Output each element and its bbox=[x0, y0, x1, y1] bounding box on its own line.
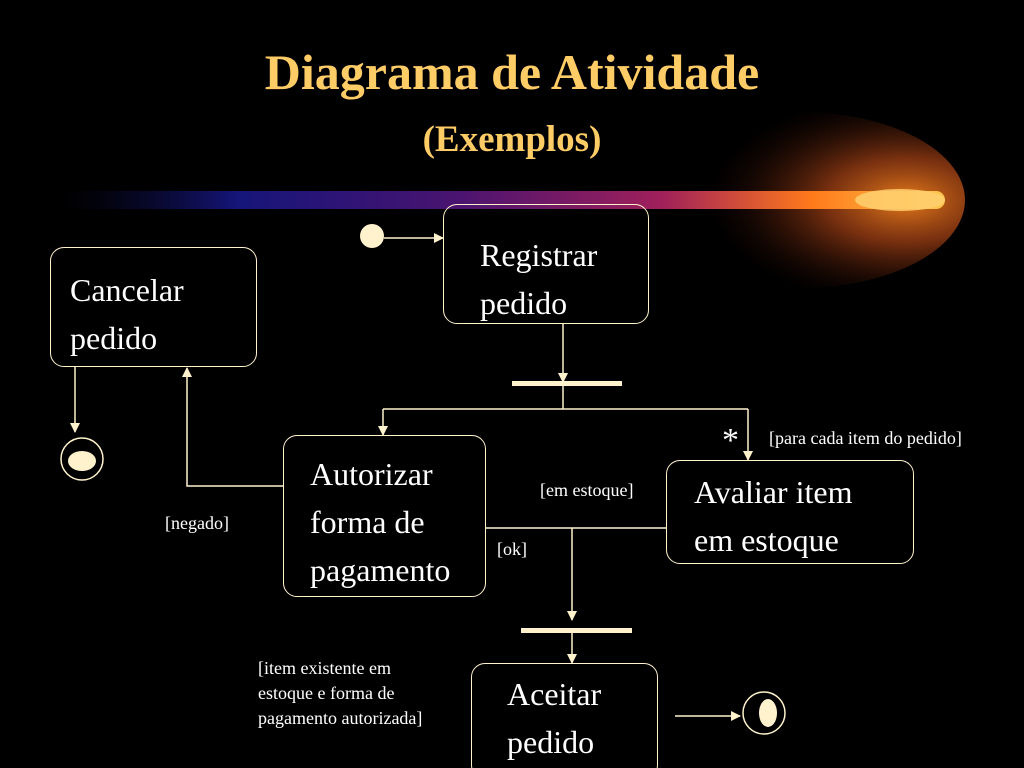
final-node-cancel bbox=[60, 437, 104, 481]
join-bar bbox=[521, 628, 632, 633]
fork-bar bbox=[512, 381, 622, 386]
activity-registrar-pedido: Registrar pedido bbox=[443, 204, 649, 324]
guard-em-estoque: [em estoque] bbox=[540, 480, 634, 500]
activity-cancelar-pedido: Cancelar pedido bbox=[50, 247, 257, 367]
activity-aceitar-pedido: Aceitar pedido bbox=[471, 663, 658, 768]
final-node-accept bbox=[742, 691, 786, 735]
multiplicity-star: * bbox=[722, 422, 739, 459]
activity-autorizar-label: Autorizar forma de pagamento bbox=[310, 456, 451, 588]
activity-registrar-label: Registrar pedido bbox=[480, 237, 598, 321]
guard-ok: [ok] bbox=[497, 539, 527, 559]
slide-subtitle: (Exemplos) bbox=[422, 119, 602, 160]
initial-node bbox=[360, 224, 384, 248]
activity-avaliar-item: Avaliar item em estoque bbox=[666, 460, 914, 564]
edge-autorizar-cancelar bbox=[182, 367, 283, 487]
activity-autorizar-pagamento: Autorizar forma de pagamento bbox=[283, 435, 486, 597]
activity-aceitar-label: Aceitar pedido bbox=[507, 676, 602, 760]
guard-item-existente: [item existente em estoque e forma de pa… bbox=[258, 658, 423, 728]
activity-avaliar-label: Avaliar item em estoque bbox=[694, 474, 853, 558]
slide-title: Diagrama de Atividade bbox=[264, 44, 760, 100]
activity-cancelar-label: Cancelar pedido bbox=[70, 272, 184, 356]
decorative-beam bbox=[60, 112, 965, 288]
guard-negado: [negado] bbox=[165, 513, 229, 533]
guard-para-cada-item: [para cada item do pedido] bbox=[769, 428, 962, 448]
